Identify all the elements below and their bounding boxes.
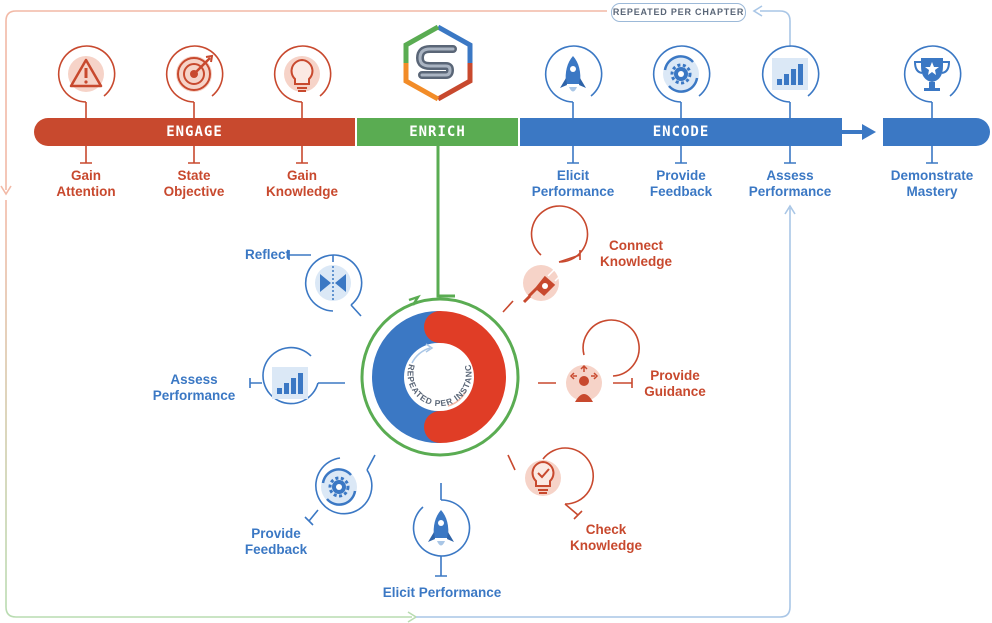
target-icon <box>176 54 214 92</box>
lightbulb-icon <box>284 56 320 92</box>
guide-person-icon <box>566 364 602 402</box>
bar-chart-icon <box>272 367 308 399</box>
rocket-icon <box>560 56 586 92</box>
top-icons <box>57 45 962 164</box>
chapter-loop <box>0 5 796 623</box>
gear-cycle-icon <box>663 55 699 93</box>
trophy-icon <box>913 58 951 91</box>
warning-icon <box>68 56 104 92</box>
check-bulb-icon <box>525 460 561 496</box>
plug-icon <box>522 265 562 304</box>
s-logo-icon <box>403 24 473 102</box>
rocket-icon <box>428 510 454 546</box>
instance-cycle <box>360 294 520 457</box>
phase-encode: ENCODE <box>652 124 710 140</box>
bar-chart-icon <box>772 58 808 90</box>
cycle-elicit-performance: Elicit Performance <box>382 585 502 600</box>
repeat-per-chapter-tag: REPEATED PER CHAPTER <box>611 3 746 22</box>
phase-enrich: ENRICH <box>409 124 466 140</box>
gear-cycle-icon <box>321 468 357 506</box>
phase-engage: ENGAGE <box>166 124 223 140</box>
reflect-icon <box>315 265 351 301</box>
phase-bar <box>34 118 990 146</box>
cycle-reflect: Reflect <box>244 247 290 262</box>
cycle-satellites <box>249 205 640 577</box>
